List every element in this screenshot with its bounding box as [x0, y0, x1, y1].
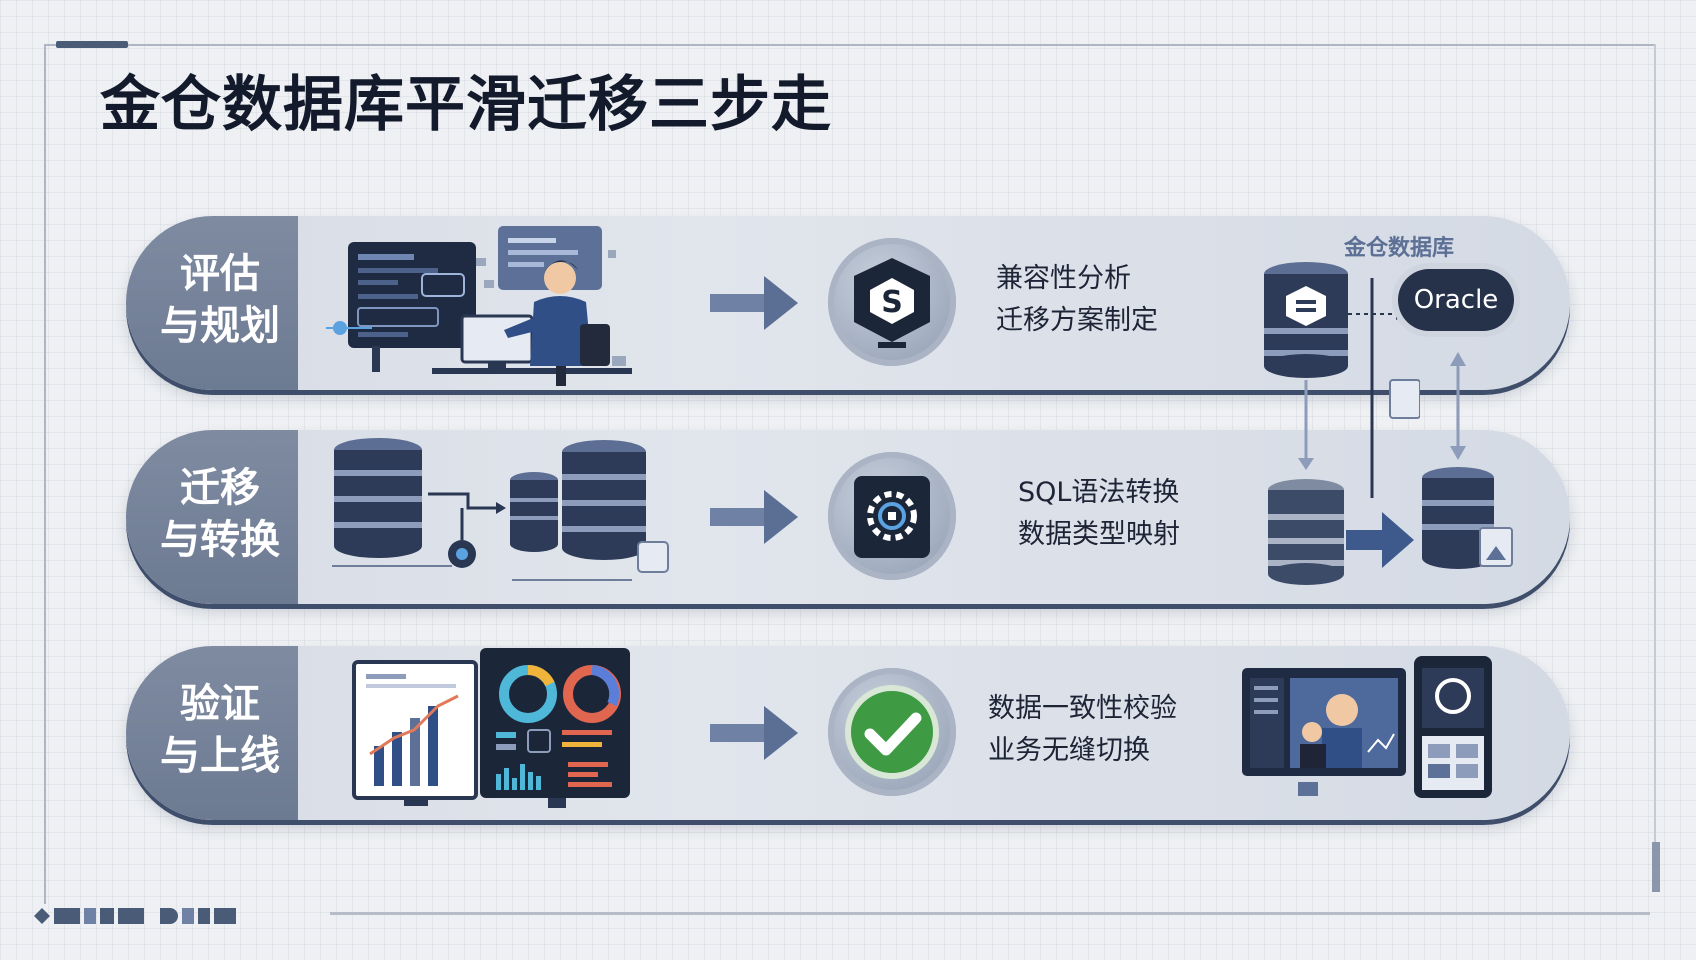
monitor-and-phone-illustration [1242, 656, 1492, 798]
step-description: 兼容性分析 迁移方案制定 [996, 258, 1158, 342]
step-description: 数据一致性校验 业务无缝切换 [988, 688, 1177, 772]
step-icon-circle [828, 668, 956, 796]
database-transfer-illustration [332, 438, 669, 581]
step-label: 评估 与规划 [142, 248, 298, 352]
chip-gear-icon [854, 476, 930, 558]
flow-arrow-icon [710, 490, 798, 544]
step-desc-line1: 兼容性分析 [996, 263, 1131, 294]
engineer-at-desk-illustration [326, 226, 632, 386]
dashboard-monitors-illustration [352, 648, 630, 808]
frame-right-line [1654, 44, 1656, 890]
step-desc-line1: 数据一致性校验 [988, 693, 1177, 724]
frame-right-accent [1652, 842, 1660, 892]
step-label: 验证 与上线 [142, 678, 298, 782]
oracle-badge: Oracle [1398, 269, 1514, 331]
step-description: SQL语法转换 数据类型映射 [1018, 472, 1180, 556]
step-icon-circle [828, 452, 956, 580]
step-desc-line2: 数据类型映射 [1018, 519, 1180, 550]
migration-connector-lines [1348, 278, 1420, 498]
frame-top-line [44, 44, 1654, 46]
step-label: 迁移 与转换 [142, 462, 298, 566]
step-label-line1: 迁移 [180, 465, 260, 511]
step-desc-line1: SQL语法转换 [1018, 477, 1180, 508]
step-desc-line2: 业务无缝切换 [988, 735, 1150, 766]
step-label-line1: 验证 [180, 681, 260, 727]
transfer-arrow-icon [1346, 512, 1414, 568]
frame-bottom-line [330, 912, 1650, 915]
step-label-cap [126, 646, 298, 820]
flow-arrow-icon [710, 276, 798, 330]
oracle-target-database-icon [1422, 352, 1513, 569]
step-label-line2: 与规划 [160, 303, 280, 349]
footer-dots-decoration [34, 908, 236, 924]
frame-top-accent [56, 41, 128, 48]
flow-arrow-icon [710, 706, 798, 760]
hexagon-s-icon: S [854, 258, 930, 348]
svg-text:S: S [881, 285, 903, 320]
step-label-line1: 评估 [180, 251, 260, 297]
step-row-verify: 验证 与上线 [126, 646, 1570, 820]
step-label-cap [126, 430, 298, 604]
page-title: 金仓数据库平滑迁移三步走 [100, 70, 832, 140]
frame-left-line [44, 44, 46, 904]
step-label-cap [126, 216, 298, 390]
check-circle-icon [845, 685, 939, 779]
kingbase-database-icons [1264, 262, 1348, 585]
step-icon-circle: S [828, 238, 956, 366]
kingbase-db-label: 金仓数据库 [1344, 236, 1455, 261]
step-desc-line2: 迁移方案制定 [996, 305, 1158, 336]
step-label-line2: 与上线 [160, 733, 280, 779]
step-label-line2: 与转换 [160, 517, 280, 563]
